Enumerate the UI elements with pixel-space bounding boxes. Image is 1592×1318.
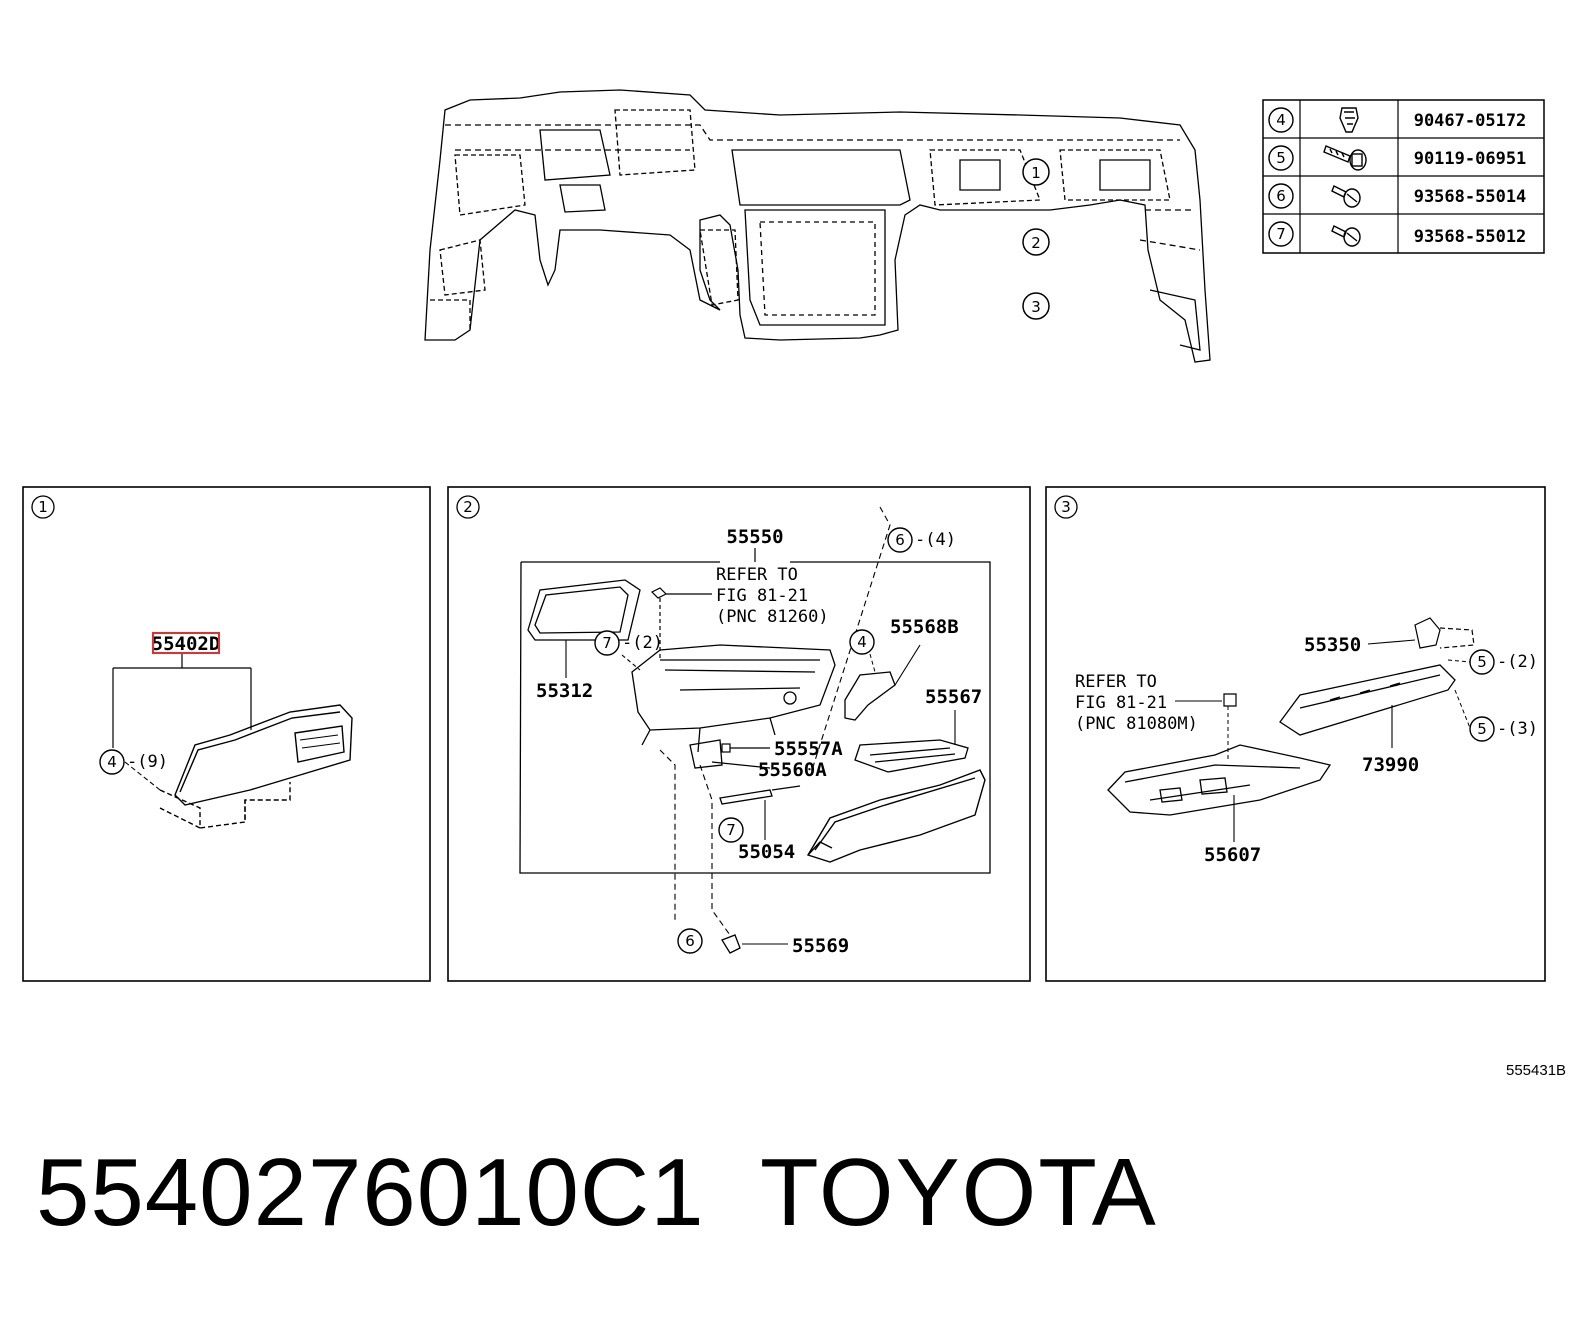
panel2-callout-6-bot: 6 (677, 928, 703, 954)
table-row: 4 90467-05172 (1268, 107, 1527, 133)
svg-text:4: 4 (107, 753, 117, 771)
svg-text:-(3): -(3) (1497, 719, 1538, 739)
svg-text:2: 2 (463, 498, 473, 516)
svg-text:7: 7 (1276, 225, 1286, 243)
svg-text:-(4): -(4) (915, 530, 956, 550)
svg-text:6: 6 (685, 932, 695, 950)
svg-text:(PNC 81080M): (PNC 81080M) (1075, 714, 1198, 734)
overview-callout-2: 2 (1022, 228, 1050, 256)
svg-text:3: 3 (1061, 498, 1071, 516)
svg-text:1: 1 (1031, 164, 1041, 182)
panel-3: 3 5 -(2) 5 -(3) (1045, 486, 1546, 982)
svg-text:5: 5 (1477, 720, 1487, 738)
svg-text:FIG 81-21: FIG 81-21 (1075, 693, 1167, 713)
footer-part-number: 5540276010C1 (36, 1139, 705, 1246)
table-row: 7 93568-55012 (1268, 221, 1527, 247)
svg-text:-(2): -(2) (622, 633, 663, 653)
svg-text:55560A: 55560A (758, 759, 827, 781)
bolt-washer-icon (1323, 145, 1367, 171)
svg-text:REFER TO: REFER TO (716, 565, 798, 585)
panel1-fastener-callout: 4 -(9) (99, 749, 168, 775)
hinge-hardware-drawing (711, 743, 771, 769)
svg-text:3: 3 (1031, 298, 1041, 316)
svg-text:REFER TO: REFER TO (1075, 672, 1157, 692)
svg-text:93568-55014: 93568-55014 (1414, 187, 1527, 207)
clip-icon (1339, 107, 1359, 133)
svg-text:6: 6 (895, 531, 905, 549)
striker-55350-drawing (1414, 617, 1475, 649)
svg-text:55568B: 55568B (890, 616, 959, 638)
svg-text:55567: 55567 (925, 686, 982, 708)
svg-text:FIG 81-21: FIG 81-21 (716, 586, 808, 606)
highlighted-part-label: 55402D (152, 633, 221, 655)
clip-drawing (1223, 693, 1237, 707)
clip-55569-drawing (721, 934, 741, 954)
part-highlight-box (152, 632, 220, 654)
screw-icon (1331, 185, 1361, 208)
svg-text:55054: 55054 (738, 841, 795, 863)
svg-text:(PNC 81260): (PNC 81260) (716, 607, 829, 627)
svg-text:2: 2 (1031, 234, 1041, 252)
svg-text:6: 6 (1276, 187, 1286, 205)
panel1-labels: 55402D (152, 633, 221, 655)
table-row: 6 93568-55014 (1268, 183, 1527, 209)
svg-text:4: 4 (1276, 111, 1286, 129)
panel-73990-drawing (1279, 664, 1456, 736)
svg-text:93568-55012: 93568-55012 (1414, 227, 1527, 247)
overview-callout-1: 1 (1022, 158, 1050, 186)
damper-55567-drawing (854, 739, 969, 773)
svg-text:55607: 55607 (1204, 844, 1261, 866)
panel2-callout-4: 4 (849, 629, 875, 655)
panel2-callout-6-top: 6 -(4) (887, 527, 956, 553)
svg-text:90119-06951: 90119-06951 (1414, 149, 1527, 169)
bracket-55568B-drawing (844, 671, 896, 721)
table-row: 5 90119-06951 (1268, 145, 1527, 171)
svg-text:90467-05172: 90467-05172 (1414, 111, 1527, 131)
bezel-55312-drawing (527, 579, 641, 641)
glove-door-drawing (806, 769, 986, 863)
panel3-labels: REFER TO FIG 81-21 (PNC 81080M) 55350 73… (1075, 634, 1419, 866)
panel3-callout-5-a: 5 -(2) (1469, 649, 1538, 675)
svg-text:4: 4 (857, 633, 867, 651)
svg-text:7: 7 (726, 821, 736, 839)
illustration-code: 555431B (1506, 1062, 1567, 1079)
svg-text:55550: 55550 (726, 526, 783, 548)
panel-2: 2 6 -(4) (447, 486, 1031, 982)
glove-box-body-drawing (631, 644, 836, 769)
svg-text:55312: 55312 (536, 680, 593, 702)
svg-text:5: 5 (1276, 149, 1286, 167)
panel2-callout-7-top: 7 -(2) (594, 630, 663, 656)
glove-compartment-door-drawing (159, 704, 353, 829)
svg-text:-(2): -(2) (1497, 652, 1538, 672)
svg-text:5: 5 (1477, 653, 1487, 671)
svg-text:73990: 73990 (1362, 754, 1419, 776)
svg-text:55350: 55350 (1304, 634, 1361, 656)
fastener-table: 4 90467-05172 5 90119-06951 6 (1262, 99, 1545, 254)
svg-text:1: 1 (38, 498, 48, 516)
panel2-labels: 55550 REFER TO FIG 81-21 (PNC 81260) 553… (536, 526, 982, 957)
svg-text:55569: 55569 (792, 935, 849, 957)
panel2-callout-7-bot: 7 (718, 817, 744, 843)
svg-text:-(9): -(9) (127, 752, 168, 772)
dashboard-reinforcement-drawing (424, 89, 1211, 363)
glove-box-55607-drawing (1107, 744, 1332, 816)
panel-1: 1 4 -(9) (22, 486, 431, 982)
overview-callout-3: 3 (1022, 292, 1050, 320)
screw-icon (1331, 225, 1361, 247)
svg-text:7: 7 (602, 634, 612, 652)
rod-55054-drawing (719, 785, 801, 805)
footer-brand: TOYOTA (760, 1139, 1158, 1246)
panel3-callout-5-b: 5 -(3) (1469, 716, 1538, 742)
svg-text:55557A: 55557A (774, 738, 843, 760)
